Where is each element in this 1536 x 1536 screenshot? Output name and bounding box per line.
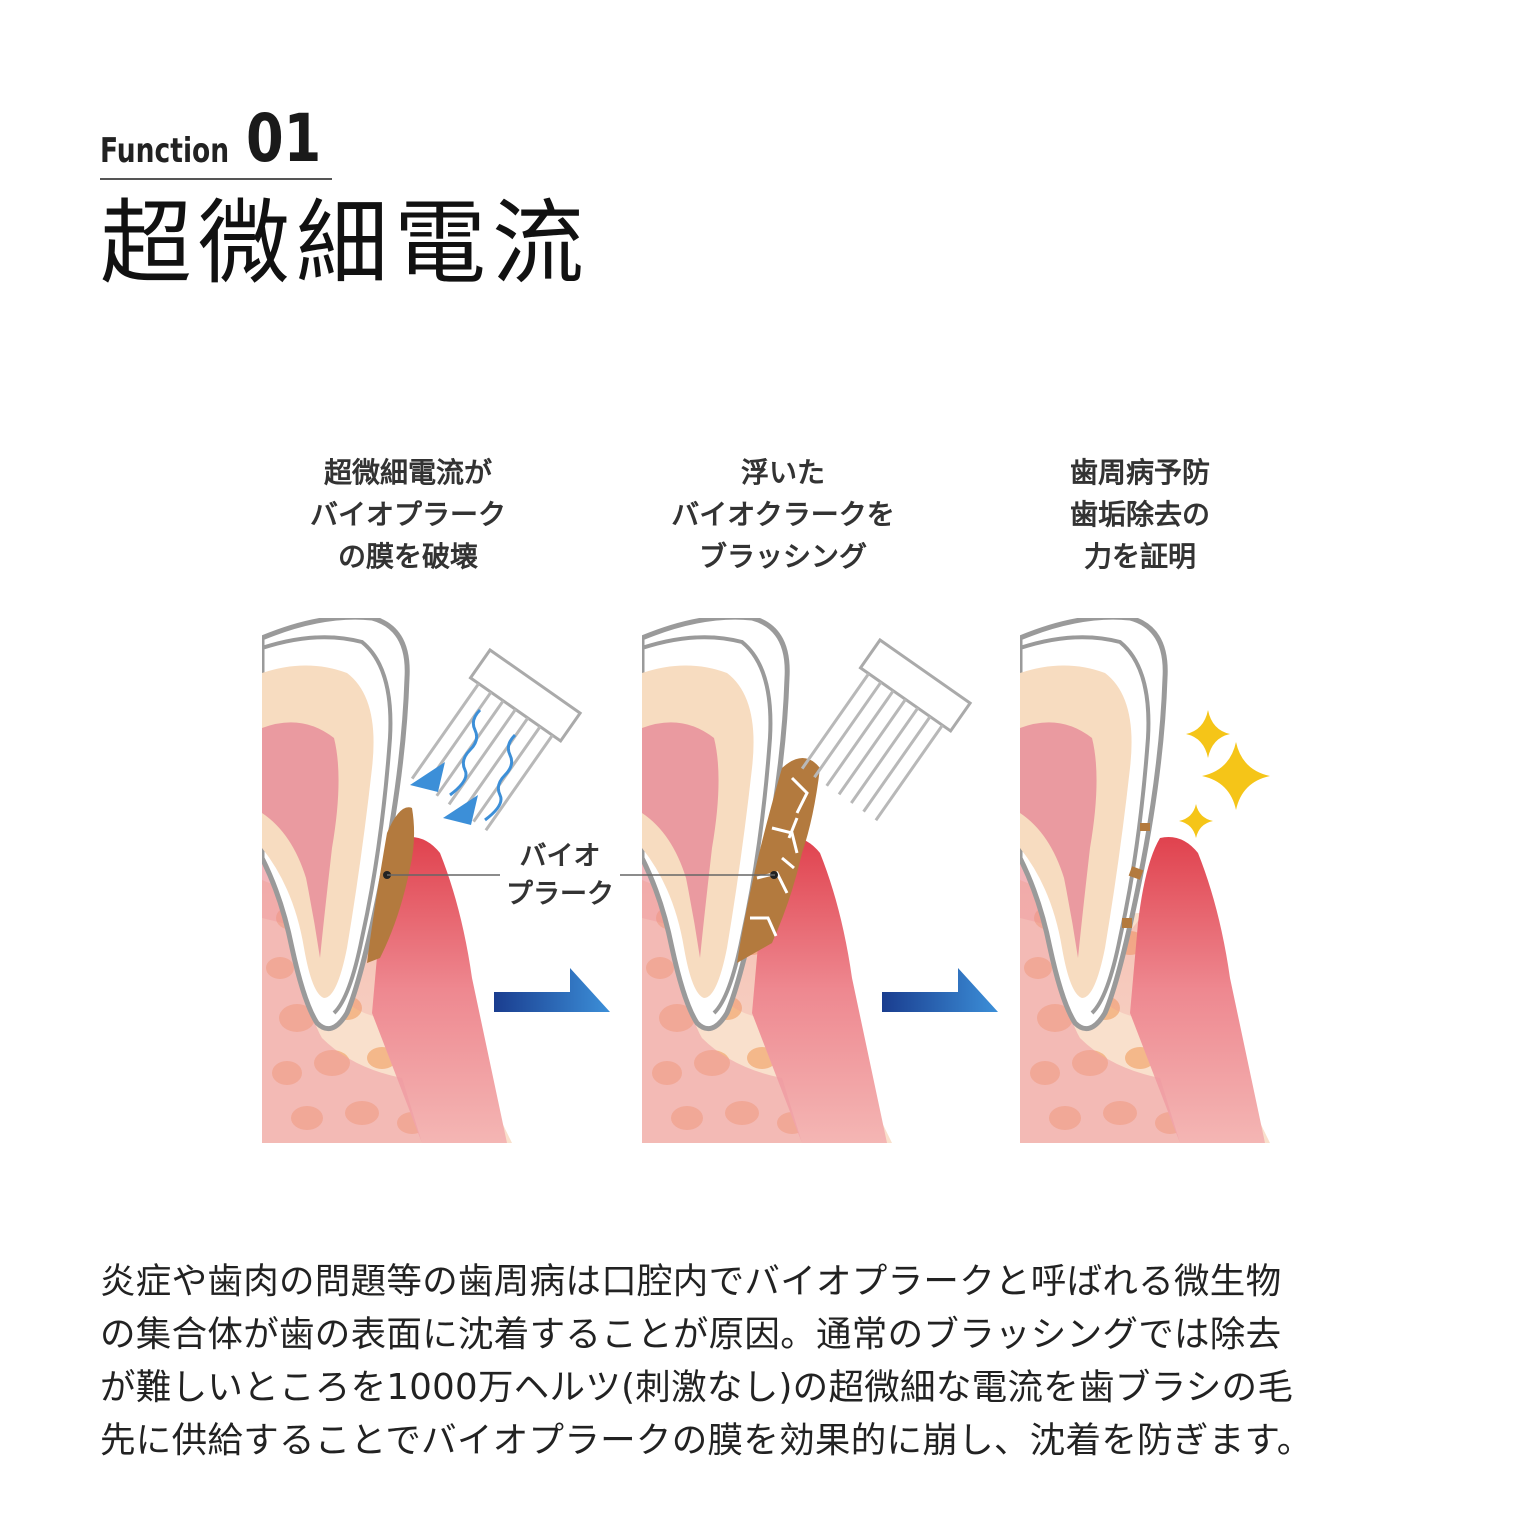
caption-line: 浮いた xyxy=(740,456,825,489)
sparkle-icon xyxy=(1179,710,1270,838)
step-1-caption: 超微細電流が バイオプラーク の膜を破壊 xyxy=(258,452,558,578)
tooth-panel-1 xyxy=(262,617,512,1143)
caption-line: 力を証明 xyxy=(1083,540,1196,573)
bio-plaque-line: プラーク xyxy=(506,879,614,910)
toothbrush-icon xyxy=(800,637,973,822)
function-number: 01 xyxy=(245,100,321,177)
caption-line: の膜を破壊 xyxy=(337,540,478,573)
page-title: 超微細電流 xyxy=(100,190,591,297)
caption-line: 歯垢除去の xyxy=(1069,498,1210,531)
toothbrush-icon xyxy=(410,647,583,832)
description-line: 先に供給することでバイオプラークの膜を効果的に崩し、沈着を防ぎます。 xyxy=(100,1420,1313,1461)
step-arrow-icon xyxy=(494,968,610,1012)
function-heading: Function 01 xyxy=(100,100,332,180)
caption-line: バイオクラークを xyxy=(671,498,895,531)
caption-line: バイオプラーク xyxy=(309,498,506,531)
caption-line: ブラッシング xyxy=(698,540,867,573)
tooth-panel-3 xyxy=(1020,617,1270,1143)
step-3-caption: 歯周病予防 歯垢除去の 力を証明 xyxy=(990,452,1290,578)
step-2-caption: 浮いた バイオクラークを ブラッシング xyxy=(633,452,933,578)
section-header: Function 01 超微細電流 xyxy=(100,100,660,290)
bio-plaque-label: バイオ プラーク xyxy=(500,838,620,914)
description-line: 炎症や歯肉の問題等の歯周病は口腔内でバイオプラークと呼ばれる微生物 xyxy=(100,1261,1282,1302)
description-paragraph: 炎症や歯肉の問題等の歯周病は口腔内でバイオプラークと呼ばれる微生物 の集合体が歯… xyxy=(100,1255,1480,1467)
description-line: の集合体が歯の表面に沈着することが原因。通常のブラッシングでは除去 xyxy=(100,1314,1282,1355)
caption-line: 歯周病予防 xyxy=(1069,456,1210,489)
description-line: が難しいところを1000万ヘルツ(刺激なし)の超微細な電流を歯ブラシの毛 xyxy=(100,1367,1294,1408)
bio-plaque-line: バイオ xyxy=(519,841,601,872)
caption-line: 超微細電流が xyxy=(323,456,492,489)
step-arrow-icon xyxy=(882,968,998,1012)
current-arrow-icon xyxy=(410,708,517,825)
function-label: Function xyxy=(100,131,230,171)
